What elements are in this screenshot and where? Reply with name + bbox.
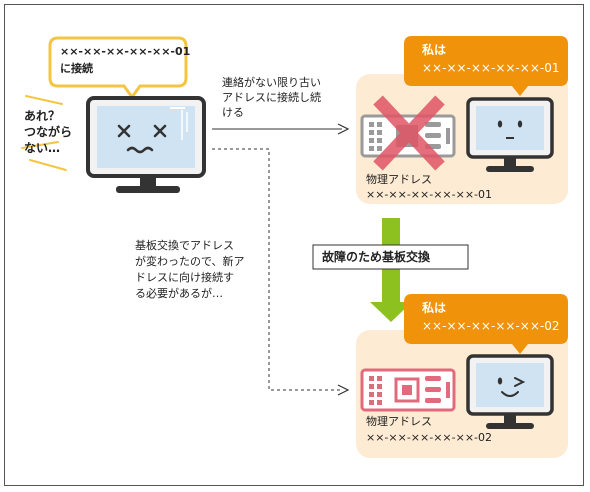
- confused-line-3: ない…: [24, 141, 61, 155]
- top-device-bubble: [404, 36, 568, 96]
- dashed-arrow: [212, 148, 350, 396]
- monitor-icon: [86, 96, 206, 193]
- monitor-icon: [466, 97, 554, 172]
- confused-line-2: つながら: [24, 125, 73, 139]
- x-mark-icon: [373, 95, 445, 171]
- circuit-board-icon: [360, 368, 456, 412]
- bottom-device-label-1: 物理アドレス: [366, 415, 432, 428]
- down-arrow-label-box: [312, 244, 469, 270]
- side-note-2: が変わったので、新ア: [135, 255, 245, 268]
- top-bubble-line-1: 私は: [422, 43, 447, 57]
- left-bubble-connect: に接続: [60, 62, 93, 75]
- bottom-device-bubble: [404, 294, 568, 354]
- confusion-lines: [21, 95, 67, 171]
- left-bubble-address: ××-××-××-××-××-01: [60, 45, 191, 58]
- top-arrow-caption-3: ける: [222, 106, 244, 119]
- bottom-bubble-line-2: ××-××-××-××-××-02: [422, 319, 560, 333]
- top-device-label-2: ××-××-××-××-××-01: [366, 188, 493, 201]
- top-arrow-caption-2: アドレスに接続し続: [222, 91, 321, 104]
- bottom-device-label-2: ××-××-××-××-××-02: [366, 431, 493, 444]
- monitor-icon: [466, 354, 554, 429]
- top-arrow-caption-1: 連絡がない限り古い: [222, 76, 321, 89]
- figure-frame: [4, 4, 584, 486]
- top-bubble-line-2: ××-××-××-××-××-01: [422, 61, 560, 75]
- side-note-4: る必要があるが…: [135, 287, 223, 300]
- side-note-3: ドレスに向け接続す: [135, 271, 234, 284]
- bottom-bubble-line-1: 私は: [422, 301, 447, 315]
- side-note-1: 基板交換でアドレス: [135, 239, 234, 252]
- left-speech-bubble: [48, 36, 188, 100]
- down-arrow-label: 故障のため基板交換: [322, 250, 431, 264]
- arrow-right-icon: [212, 123, 350, 135]
- confused-line-1: あれ？: [24, 109, 61, 123]
- top-device-label-1: 物理アドレス: [366, 173, 432, 186]
